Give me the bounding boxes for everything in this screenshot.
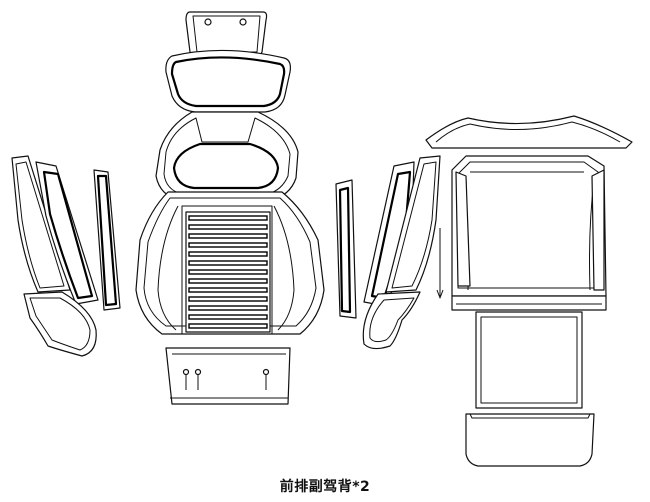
- headrest-hole-right: [239, 18, 247, 26]
- rear-right-strip: [591, 169, 605, 291]
- upper-back-panel: [155, 111, 299, 201]
- right-side-panel-strip: [335, 179, 357, 319]
- rear-band: [451, 295, 607, 311]
- left-side-panel-outer: [11, 155, 71, 293]
- rear-main-panel: [451, 155, 607, 297]
- rear-lower-square-panel: [475, 311, 583, 409]
- headrest-front-panel: [165, 49, 291, 113]
- rear-left-strip: [455, 171, 471, 287]
- left-side-panel-strip: [93, 169, 121, 311]
- left-lower-flap: [23, 291, 97, 357]
- pattern-caption: 前排副驾背*2: [279, 479, 371, 495]
- rear-top-wing: [425, 115, 633, 149]
- rear-bottom-pocket-panel: [465, 413, 595, 467]
- right-side-panel-outer: [385, 155, 441, 293]
- left-side-panel-middle: [35, 161, 99, 305]
- lower-tab-panel: [165, 347, 291, 405]
- headrest-hole-left: [204, 18, 212, 26]
- right-grain-arrowhead: [436, 289, 444, 299]
- right-lower-flap: [362, 291, 421, 350]
- center-rib-panel: [185, 211, 271, 333]
